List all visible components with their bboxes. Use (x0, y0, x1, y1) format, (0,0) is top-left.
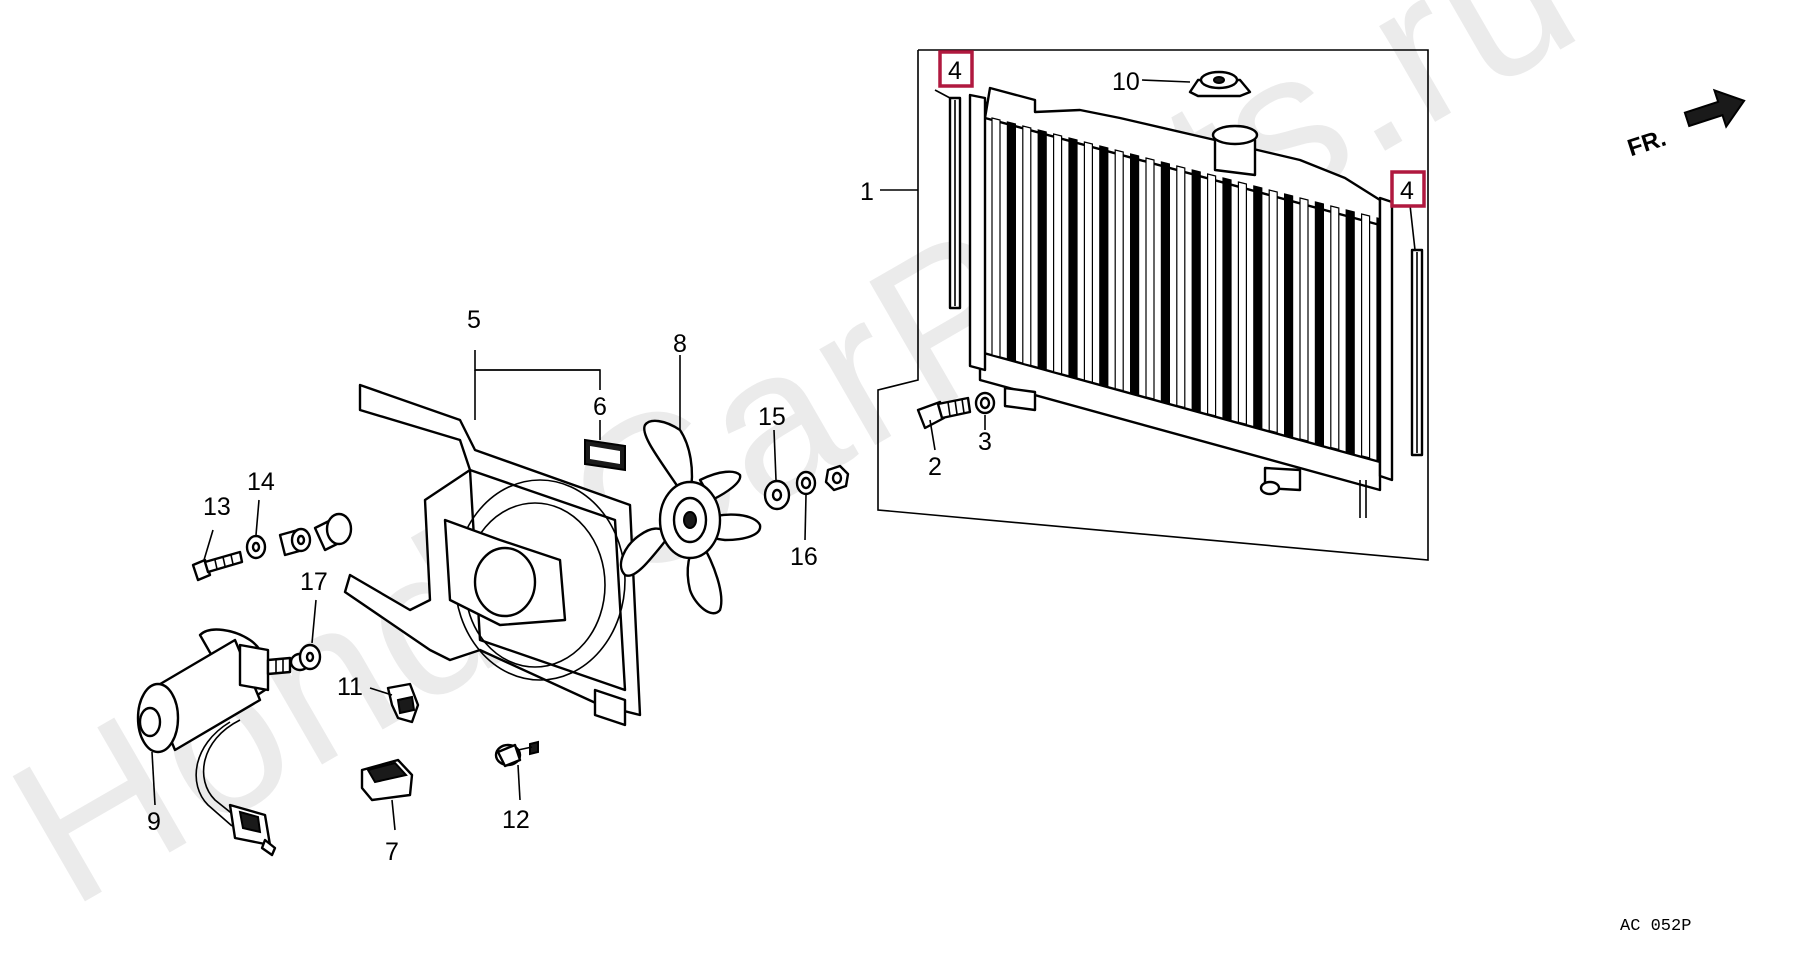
part-callouts: 1 4 4 10 2 3 5 6 8 15 16 13 14 17 11 7 1… (147, 50, 1426, 866)
fan-spring-washer[interactable] (795, 470, 817, 496)
callout-11[interactable]: 11 (337, 673, 363, 701)
radiator-cushion-left[interactable] (948, 96, 962, 310)
radiator-fin (1237, 181, 1247, 425)
radiator-fin (1191, 169, 1201, 413)
radiator-fin (1160, 161, 1170, 404)
callout-17[interactable]: 17 (300, 568, 328, 596)
callout-4-highlight-left (938, 50, 974, 88)
callout-4-highlight-right (1390, 170, 1426, 208)
radiator-fin (1314, 201, 1324, 446)
front-direction-indicator: FR. (1624, 88, 1746, 163)
radiator-fin (1330, 205, 1340, 451)
radiator-fin (1068, 137, 1078, 379)
callout-12[interactable]: 12 (502, 806, 530, 834)
radiator-assembly[interactable] (877, 49, 1429, 561)
shroud-bolt[interactable] (191, 550, 244, 582)
motor-washer[interactable] (298, 643, 322, 671)
radiator-fin (1022, 125, 1032, 367)
diagram-code: AC 052P (1620, 917, 1691, 936)
callout-14[interactable]: 14 (247, 468, 275, 496)
connector-holder[interactable] (360, 758, 414, 802)
fan-nut[interactable] (824, 464, 850, 492)
radiator-fin (1053, 133, 1063, 375)
radiator-fin (1037, 129, 1047, 371)
radiator-fin (1006, 121, 1016, 362)
callout-6[interactable]: 6 (593, 393, 607, 421)
callout-7[interactable]: 7 (385, 838, 399, 866)
leader-lines (151, 79, 1416, 831)
callout-10[interactable]: 10 (1112, 68, 1140, 96)
callout-1[interactable]: 1 (860, 178, 874, 206)
drain-bolt[interactable] (916, 396, 972, 430)
radiator-fin (1222, 177, 1232, 421)
radiator-cushion-right[interactable] (1410, 248, 1424, 457)
radiator-fin (1099, 145, 1109, 388)
callout-4-right[interactable]: 4 (1400, 177, 1414, 205)
radiator-fin (1130, 153, 1140, 396)
shroud-washer[interactable] (245, 534, 267, 560)
fan-washer[interactable] (763, 479, 791, 511)
callout-16[interactable]: 16 (790, 543, 818, 571)
callout-5[interactable]: 5 (467, 306, 481, 334)
shroud-label[interactable] (584, 438, 626, 472)
shroud-collar-small[interactable] (278, 527, 312, 557)
drain-washer[interactable] (974, 391, 996, 415)
front-direction-label: FR. (1624, 125, 1669, 163)
callout-8[interactable]: 8 (673, 330, 687, 358)
callout-4-left[interactable]: 4 (948, 57, 962, 85)
fan-motor[interactable] (136, 628, 311, 857)
radiator-fins (991, 117, 1386, 463)
radiator-fin (1114, 149, 1124, 392)
radiator-fin (1083, 141, 1093, 383)
radiator-fin (1176, 165, 1186, 409)
radiator-fin (1299, 197, 1309, 442)
cooling-fan[interactable] (619, 419, 762, 615)
callout-15[interactable]: 15 (758, 403, 786, 431)
radiator-fin (1345, 209, 1355, 455)
fan-shroud[interactable] (343, 383, 642, 727)
radiator-fin (1268, 189, 1278, 434)
radiator-fin (1145, 157, 1155, 400)
radiator-fin (1207, 173, 1217, 417)
callout-9[interactable]: 9 (147, 808, 161, 836)
callout-3[interactable]: 3 (978, 428, 992, 456)
callout-13[interactable]: 13 (203, 493, 231, 521)
radiator-fin (1361, 213, 1371, 459)
radiator-fin (1284, 193, 1294, 438)
callout-2[interactable]: 2 (928, 453, 942, 481)
radiator-fin (1253, 185, 1263, 430)
radiator-fin (991, 117, 1001, 358)
radiator-cap[interactable] (1188, 70, 1252, 98)
shroud-collar-large[interactable] (313, 512, 353, 552)
wire-clip[interactable] (386, 682, 420, 724)
ground-bolt[interactable] (494, 740, 539, 768)
